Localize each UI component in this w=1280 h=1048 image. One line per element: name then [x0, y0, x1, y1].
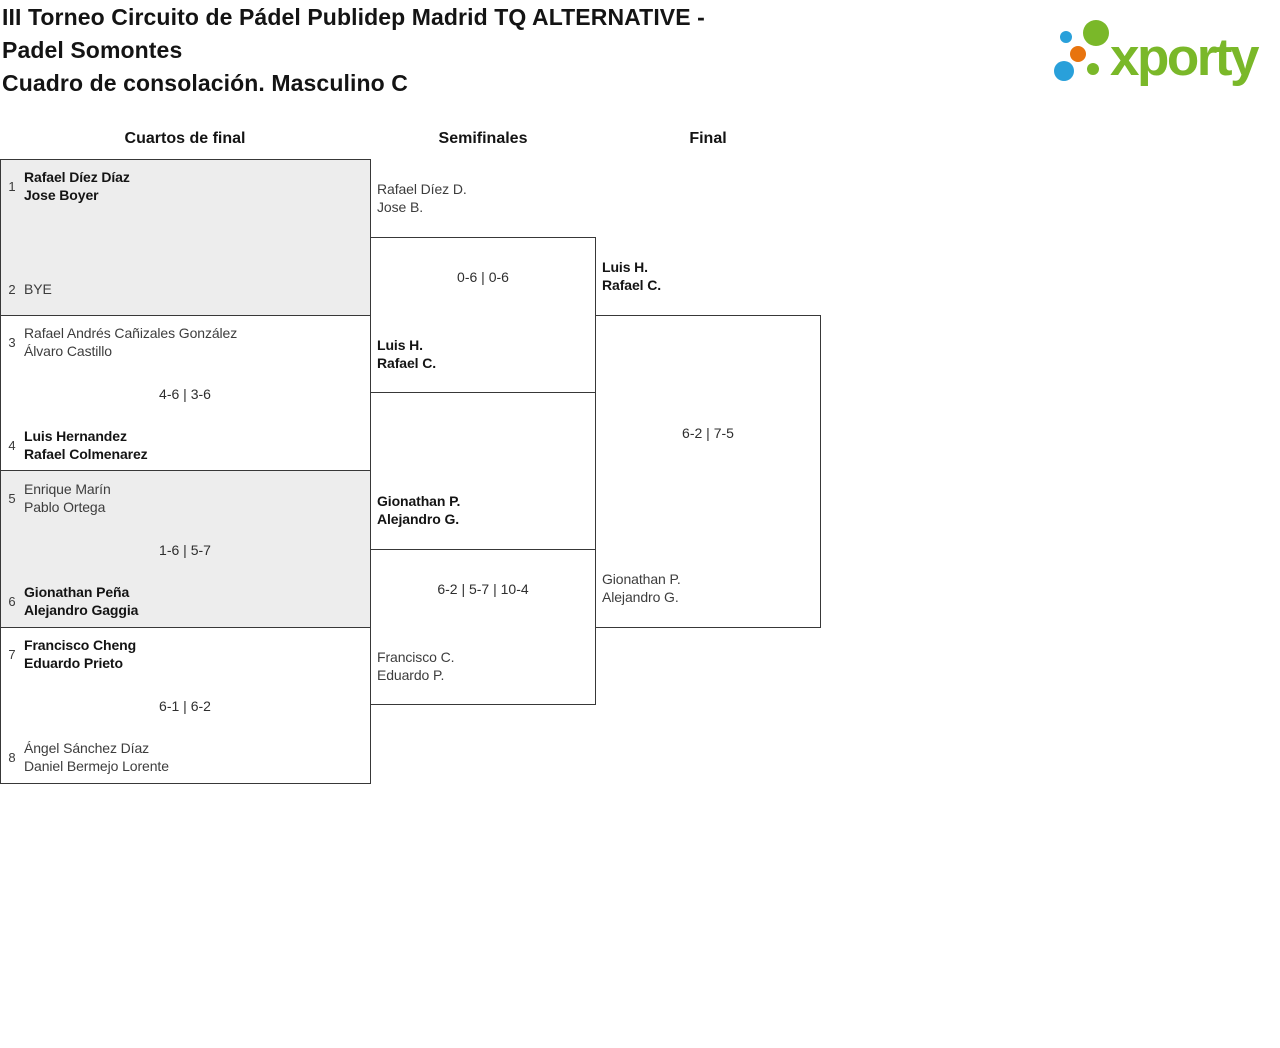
participant-label: Gionathan P. Alejandro G. [377, 492, 460, 528]
match-box-quarterfinal-1[interactable] [1, 160, 370, 316]
player-name: Eduardo Prieto [24, 655, 123, 671]
seed-number: 8 [8, 749, 16, 765]
match-score: 6-2 | 5-7 | 10-4 [437, 581, 529, 597]
logo-dot-icon [1083, 20, 1109, 46]
player-name: Pablo Ortega [24, 499, 106, 515]
participant: 7 Francisco Cheng Eduardo Prieto [0, 636, 370, 672]
logo-wordmark: xporty [1110, 28, 1259, 87]
player-name: Rafael Díez Díaz [24, 169, 130, 185]
player-name: Alejandro G. [602, 589, 679, 605]
match-score: 6-2 | 7-5 [682, 425, 734, 441]
player-name: Gionathan P. [377, 493, 461, 509]
player-name: Rafael Andrés Cañizales González [24, 325, 238, 341]
round-header-final: Final [689, 130, 727, 147]
match-box-quarterfinal-3[interactable] [1, 471, 370, 628]
seed-number: 3 [8, 334, 16, 350]
player-name: Jose Boyer [24, 187, 99, 203]
player-name: Luis H. [602, 259, 648, 275]
logo-dot-icon [1060, 31, 1072, 43]
match-score: 6-1 | 6-2 [159, 698, 211, 714]
participant-label: Luis H. Rafael C. [377, 336, 436, 372]
participant-label: Francisco C. Eduardo P. [377, 648, 454, 684]
logo-dot-icon [1070, 46, 1086, 62]
participant: 8 Ángel Sánchez Díaz Daniel Bermejo Lore… [0, 739, 370, 775]
participant: 5 Enrique Marín Pablo Ortega [0, 480, 370, 516]
participant-label: Rafael Díez D. Jose B. [377, 180, 467, 216]
player-name: Daniel Bermejo Lorente [24, 758, 169, 774]
player-name: Rafael C. [602, 277, 662, 293]
match-score: 4-6 | 3-6 [159, 386, 211, 402]
player-name: Eduardo P. [377, 667, 445, 683]
match-score: 1-6 | 5-7 [159, 542, 211, 558]
player-name: Gionathan P. [602, 571, 681, 587]
seed-number: 5 [8, 490, 16, 506]
player-name: BYE [24, 281, 52, 297]
player-name: Enrique Marín [24, 481, 111, 497]
player-name: Ángel Sánchez Díaz [24, 740, 150, 756]
participant: 4 Luis Hernandez Rafael Colmenarez [0, 427, 370, 463]
player-name: Jose B. [377, 199, 423, 215]
player-name: Francisco C. [377, 649, 455, 665]
tournament-title-line: Padel Somontes [2, 37, 183, 63]
player-name: Alejandro Gaggia [24, 602, 139, 618]
round-header-semifinals: Semifinales [438, 130, 528, 147]
participant: 3 Rafael Andrés Cañizales González Álvar… [0, 324, 370, 360]
match-box-final[interactable] [595, 315, 821, 628]
seed-number: 6 [8, 593, 16, 609]
bracket-subtitle: Cuadro de consolación. Masculino C [2, 70, 408, 96]
participant-label: Luis H. Rafael C. [602, 258, 661, 294]
logo-dot-icon [1054, 61, 1074, 81]
player-name: Luis H. [377, 337, 423, 353]
match-box-quarterfinal-2[interactable] [1, 316, 370, 471]
player-name: Álvaro Castillo [24, 343, 112, 359]
xporty-logo[interactable]: xporty [1040, 10, 1280, 110]
player-name: Francisco Cheng [24, 637, 137, 653]
participant: 6 Gionathan Peña Alejandro Gaggia [0, 583, 370, 619]
player-name: Gionathan Peña [24, 584, 130, 600]
logo-dot-icon [1087, 63, 1099, 75]
player-name: Rafael C. [377, 355, 437, 371]
seed-number: 1 [8, 178, 16, 194]
seed-number: 7 [8, 646, 16, 662]
participant: 1 Rafael Díez Díaz Jose Boyer [0, 168, 370, 204]
participant: 2 BYE [0, 280, 370, 298]
page-title: III Torneo Circuito de Pádel Publidep Ma… [2, 1, 902, 100]
player-name: Rafael Díez D. [377, 181, 467, 197]
match-score: 0-6 | 0-6 [457, 269, 509, 285]
player-name: Alejandro G. [377, 511, 460, 527]
tournament-title-line: III Torneo Circuito de Pádel Publidep Ma… [2, 4, 705, 30]
player-name: Rafael Colmenarez [24, 446, 148, 462]
round-header-quarterfinals: Cuartos de final [124, 130, 246, 147]
seed-number: 4 [8, 437, 16, 453]
participant-label: Gionathan P. Alejandro G. [602, 570, 681, 606]
seed-number: 2 [8, 281, 16, 297]
quarterfinals-column [0, 159, 371, 784]
match-box-quarterfinal-4[interactable] [1, 628, 370, 783]
player-name: Luis Hernandez [24, 428, 127, 444]
